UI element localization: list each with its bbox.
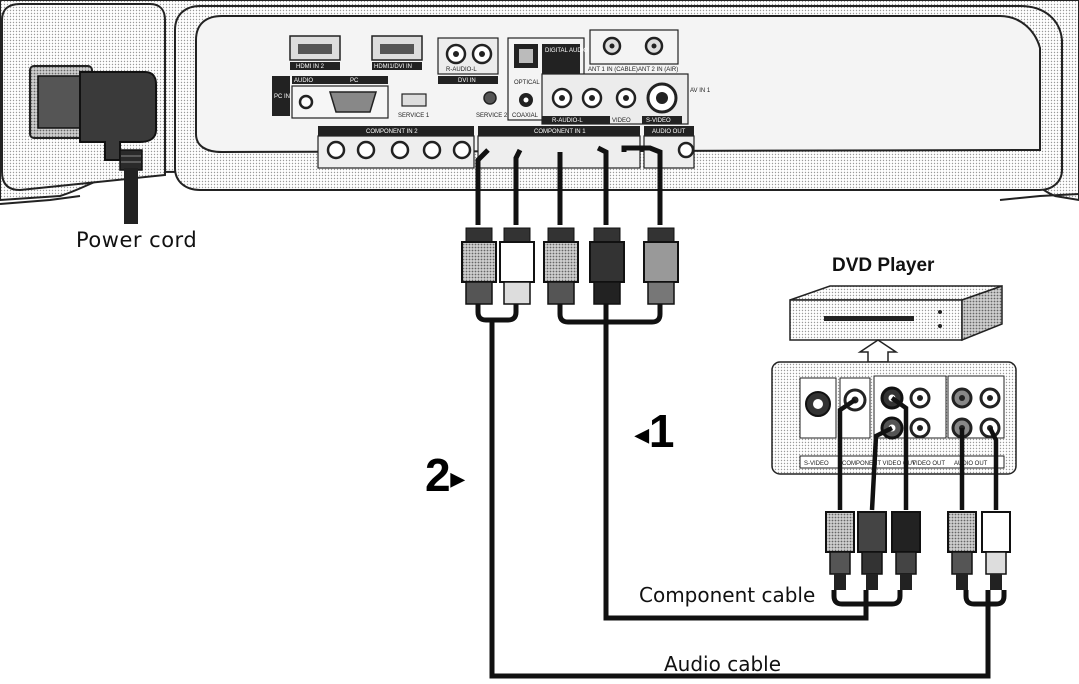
optical-label: OPTICAL bbox=[514, 80, 540, 86]
coaxial-label: COAXIAL bbox=[512, 113, 539, 119]
dvd-plug-y bbox=[892, 512, 920, 590]
rca-plug-audio-right bbox=[500, 228, 534, 304]
ant1-label: ANT 1 IN (CABLE) bbox=[588, 67, 638, 73]
dvi-audio-label: R-AUDIO-L bbox=[446, 67, 477, 73]
audio-out-label: AUDIO OUT bbox=[652, 129, 686, 135]
dvd-video-out-label: VIDEO OUT bbox=[912, 461, 945, 467]
step-1-marker: ◀1 bbox=[635, 408, 674, 458]
dvd-s-video-label: S-VIDEO bbox=[804, 461, 829, 467]
audio-cable-label: Audio cable bbox=[664, 652, 781, 676]
dvd-plug-audio-r bbox=[948, 512, 976, 590]
hdmi-in-2-port: HDMI IN 2 bbox=[290, 36, 340, 70]
component-in1-label: COMPONENT IN 1 bbox=[534, 129, 586, 135]
step-2-marker: 2▶ bbox=[425, 452, 464, 502]
dvi-audio-ports: R-AUDIO-L DVI IN bbox=[438, 38, 498, 84]
s-video-label: S-VIDEO bbox=[646, 118, 671, 124]
audio-label: AUDIO bbox=[294, 78, 313, 84]
rca-plug-audio-left bbox=[462, 228, 496, 304]
component-cable-label: Component cable bbox=[639, 583, 815, 607]
dvd-audio-out-label: AUDIO OUT bbox=[954, 461, 988, 467]
service2-label: SERVICE 2 bbox=[476, 113, 508, 119]
rca-plug-y bbox=[644, 228, 678, 304]
left-arrow-icon: ◀ bbox=[635, 425, 649, 445]
dvd-rear-panel: S-VIDEO COMPONENT VIDEO OUT VIDEO OUT AU… bbox=[772, 362, 1016, 474]
power-cord-label: Power cord bbox=[76, 228, 197, 252]
rca-plug-pr bbox=[544, 228, 578, 304]
dvd-plug-audio-l bbox=[982, 512, 1010, 590]
pc-audio-ports: PC IN AUDIO PC bbox=[272, 76, 388, 118]
hdmi1-label: HDMI1/DVI IN bbox=[374, 64, 412, 70]
dvd-player-label: DVD Player bbox=[832, 255, 934, 277]
dvd-plug-pb bbox=[858, 512, 886, 590]
component-in-2-ports: COMPONENT IN 2 bbox=[318, 126, 474, 168]
dvd-plug-pr bbox=[826, 512, 854, 590]
hdmi-in-1-port: HDMI1/DVI IN bbox=[372, 36, 422, 70]
component-in2-label: COMPONENT IN 2 bbox=[366, 129, 418, 135]
service1-label: SERVICE 1 bbox=[398, 113, 430, 119]
dvi-in-label: DVI IN bbox=[458, 78, 476, 84]
antenna-ports: ANT 1 IN (CABLE) ANT 2 IN (AIR) bbox=[588, 30, 678, 73]
dvd-player bbox=[790, 286, 1002, 362]
pc-label: PC bbox=[350, 78, 359, 84]
hdmi2-label: HDMI IN 2 bbox=[296, 64, 325, 70]
ant2-label: ANT 2 IN (AIR) bbox=[638, 67, 678, 73]
av-in-label: AV IN 1 bbox=[690, 88, 711, 94]
video-label: VIDEO bbox=[612, 118, 631, 124]
pc-in-label: PC IN bbox=[274, 94, 290, 100]
rca-plug-pb bbox=[590, 228, 624, 304]
av-in-block: R-AUDIO-L VIDEO S-VIDEO AV IN 1 bbox=[542, 74, 711, 124]
av-audio-label: R-AUDIO-L bbox=[552, 118, 583, 124]
step-1-number: 1 bbox=[649, 405, 675, 457]
right-arrow-icon: ▶ bbox=[451, 469, 465, 489]
step-2-number: 2 bbox=[425, 449, 451, 501]
